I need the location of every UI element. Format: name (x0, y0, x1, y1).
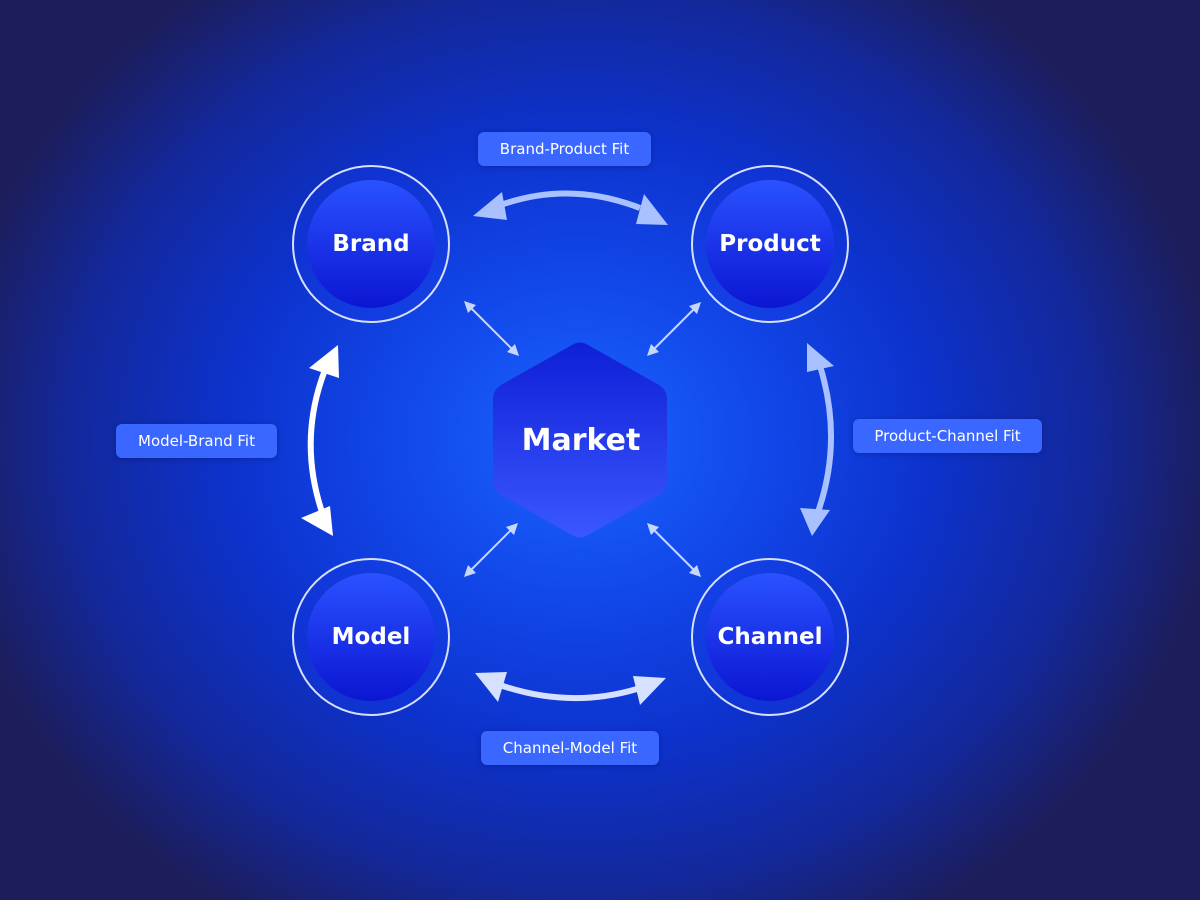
brand-product-arrow (473, 190, 668, 225)
brand-node (292, 165, 450, 323)
channel-model-arrow (475, 672, 666, 705)
model-brand-fit-label: Model-Brand Fit (116, 424, 277, 458)
model-brand-arrow (301, 345, 339, 536)
model-node (292, 558, 450, 716)
market-model-link (464, 523, 518, 577)
brand-label: Brand (332, 231, 410, 257)
product-label: Product (719, 231, 821, 257)
market-brand-link (464, 301, 519, 356)
market-channel-link (647, 523, 701, 577)
channel-model-fit-label: Channel-Model Fit (481, 731, 659, 765)
market-product-link (647, 302, 701, 356)
channel-node (691, 558, 849, 716)
product-node (691, 165, 849, 323)
product-channel-fit-label: Product-Channel Fit (853, 419, 1042, 453)
market-label: Market (521, 423, 641, 458)
product-channel-arrow (800, 343, 835, 536)
model-label: Model (331, 624, 411, 650)
brand-product-fit-label: Brand-Product Fit (478, 132, 651, 166)
market-hexagon (493, 342, 667, 538)
channel-label: Channel (717, 624, 823, 650)
